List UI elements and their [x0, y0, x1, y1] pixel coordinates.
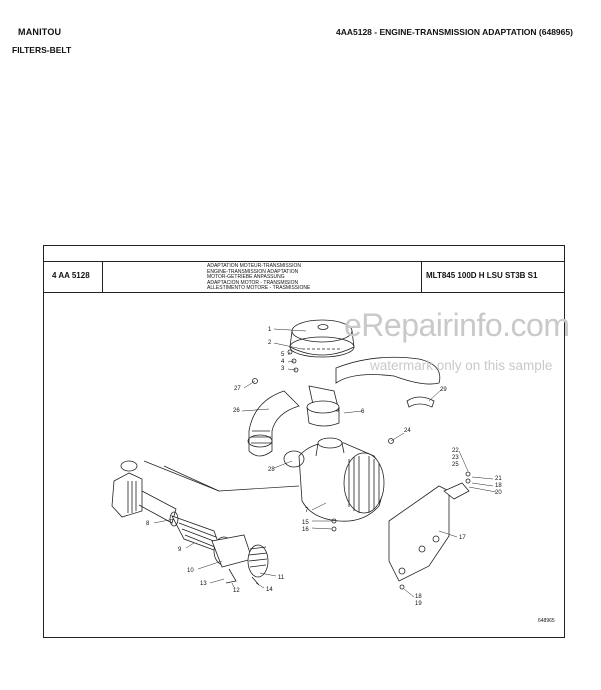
callout-label: 6 [361, 409, 365, 415]
sheet-multilingual-titles: ADAPTATION MOTEUR-TRANSMISSION ENGINE-TR… [207, 263, 311, 292]
watermark-main: eRepairinfo.com [344, 307, 570, 343]
callout-label: 19 [415, 601, 422, 607]
callout-label: 22 [452, 448, 459, 454]
watermark-sub: watermark only on this sample [370, 358, 553, 373]
callout-label: 4 [281, 359, 285, 365]
intake-duct-drawing [306, 356, 441, 427]
callout-leader-lines [153, 328, 497, 598]
exploded-parts-diagram: 1 2 5 4 3 27 29 26 6 24 28 22 23 25 21 1… [111, 319, 502, 607]
clamp-drawing [406, 396, 435, 408]
callout-label: 15 [302, 520, 309, 526]
callout-label: 16 [302, 527, 309, 533]
callout-label: 13 [200, 581, 207, 587]
callout-label: 18 [415, 594, 422, 600]
sheet-title-row: 4 AA 5128 ADAPTATION MOTEUR-TRANSMISSION… [44, 261, 564, 293]
callout-label: 29 [440, 387, 447, 393]
callout-label: 28 [268, 467, 275, 473]
callout-label: 3 [281, 366, 285, 372]
clamp-drawing [283, 450, 305, 468]
callout-label: 8 [146, 521, 150, 527]
callout-label: 17 [459, 535, 466, 541]
filter-cartridge-drawing [111, 460, 177, 524]
divider [421, 262, 422, 292]
document-title: 4AA5128 - ENGINE-TRANSMISSION ADAPTATION… [336, 27, 573, 37]
callout-label: 2 [268, 340, 272, 346]
title-en: ENGINE-TRANSMISSION ADAPTATION [207, 268, 299, 275]
elbow-hose-drawing [247, 390, 300, 457]
callout-label: 20 [495, 490, 502, 496]
callout-label: 21 [495, 476, 502, 482]
callout-label: 9 [178, 547, 182, 553]
model-name: MLT845 100D H LSU ST3B S1 [426, 271, 538, 280]
clamp-drawing [225, 568, 237, 584]
section-label: FILTERS-BELT [12, 45, 72, 55]
filter-cap-drawing [289, 319, 355, 358]
callout-label: 12 [233, 588, 240, 594]
callout-label: 10 [187, 568, 194, 574]
title-fr: ADAPTATION MOTEUR-TRANSMISSION [207, 263, 301, 269]
callout-label: 27 [234, 386, 241, 392]
callout-label: 11 [278, 575, 285, 581]
callout-label: 5 [281, 352, 285, 358]
callout-label: 7 [305, 508, 309, 514]
parts-sheet: 4 AA 5128 ADAPTATION MOTEUR-TRANSMISSION… [43, 245, 565, 638]
callout-label: 1 [268, 327, 272, 333]
callout-label: 23 [452, 455, 459, 461]
callout-label: 24 [404, 428, 411, 434]
divider [102, 262, 103, 292]
callout-label: 25 [452, 462, 459, 468]
mounting-bracket-drawing [388, 482, 470, 582]
brand-label: MANITOU [18, 27, 62, 37]
callout-numbers: 1 2 5 4 3 27 29 26 6 24 28 22 23 25 21 1… [146, 327, 502, 607]
filter-housing-drawing [298, 437, 385, 522]
callout-label: 14 [266, 587, 273, 593]
callout-label: 18 [495, 483, 502, 489]
title-it: ALLESTIMENTO MOTORE - TRASMISSIONE [207, 285, 311, 292]
title-es: ADAPTACION MOTOR - TRANSMISION [207, 279, 299, 286]
valve-drawing [251, 576, 260, 586]
end-cover-drawing [211, 534, 269, 578]
title-de: MOTOR-GETRIEBE ANPASSUNG [207, 274, 285, 281]
footer-reference: 648965 [538, 618, 555, 624]
sheet-code: 4 AA 5128 [52, 271, 90, 280]
callout-label: 26 [233, 408, 240, 414]
